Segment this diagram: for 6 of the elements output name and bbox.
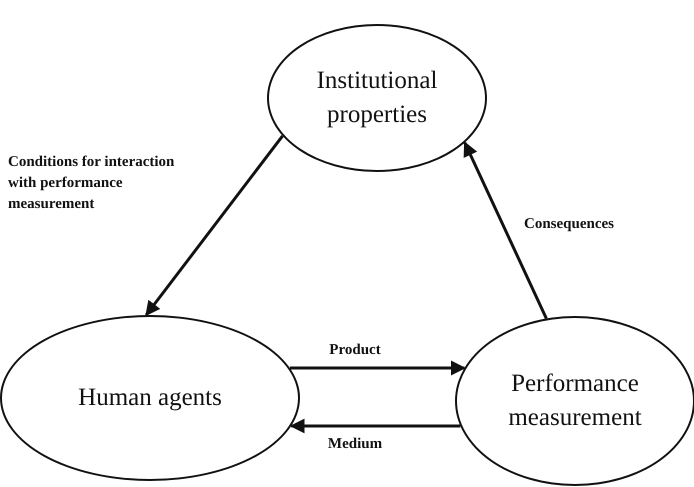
- node-label: Human agents: [78, 383, 222, 414]
- arrow: [290, 360, 466, 376]
- arrow: [144, 135, 284, 316]
- node-label: Performance measurement: [507, 369, 643, 433]
- node-label: Institutional properties: [316, 66, 438, 130]
- arrow: [290, 418, 460, 434]
